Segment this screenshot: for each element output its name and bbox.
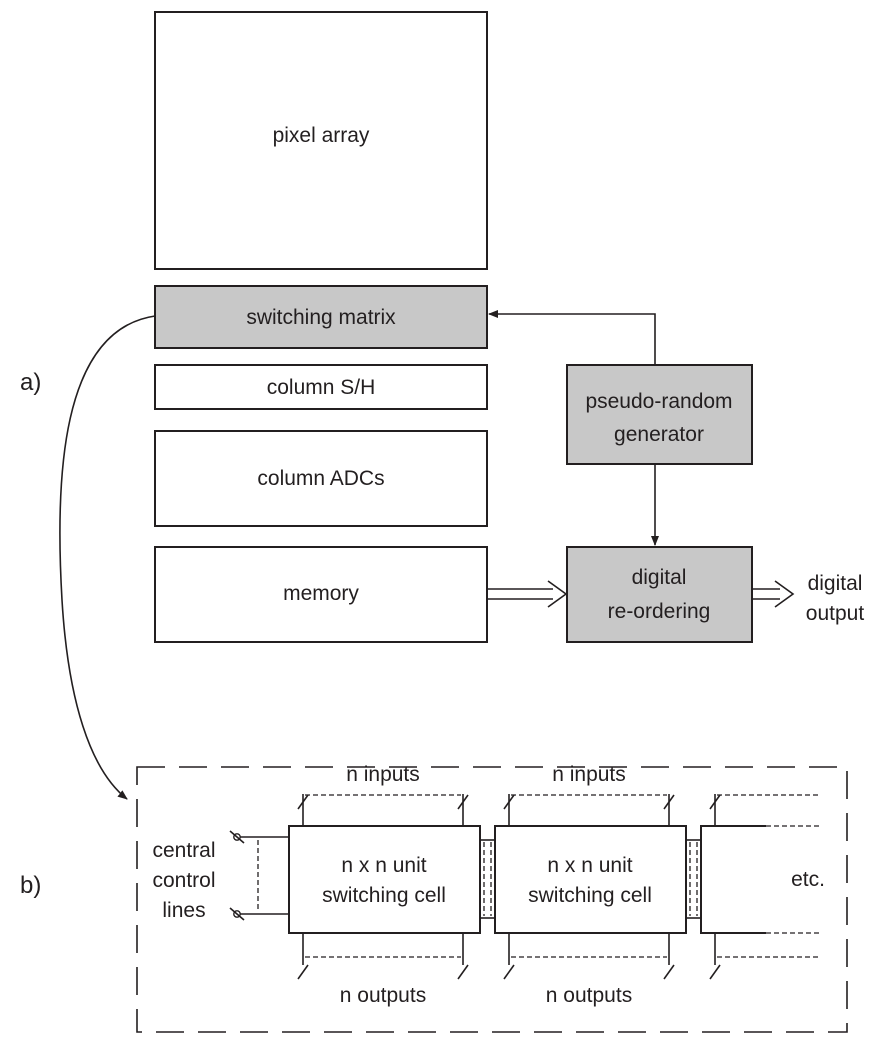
memory-to-reorder-bus-arrow (487, 580, 568, 608)
cell1-outputs-label: n outputs (340, 984, 426, 1007)
reorder-label-line1: digital (632, 566, 687, 589)
pixel-array-label: pixel array (273, 124, 370, 147)
reorder-to-output-bus-arrow (752, 580, 795, 608)
cell2-input-lines (503, 794, 675, 826)
memory-block: memory (154, 546, 488, 643)
cell3-output-lines (709, 932, 820, 980)
cell-link-2-3 (686, 839, 701, 919)
etc-label: etc. (791, 868, 825, 891)
unit-cell-3-partial (700, 825, 766, 934)
control-label-line1: central (152, 839, 215, 862)
cell1-input-lines (297, 794, 469, 826)
prng-to-matrix-arrow (488, 310, 656, 365)
part-a-label: a) (20, 369, 41, 396)
digital-output-line1: digital (808, 572, 863, 595)
column-sh-label: column S/H (267, 376, 376, 399)
cell-link-1-2 (480, 839, 495, 919)
cell2-inputs-label: n inputs (552, 763, 626, 786)
cell2-output-lines (503, 933, 675, 980)
switching-matrix-label: switching matrix (246, 306, 396, 329)
memory-label: memory (283, 582, 359, 605)
cell2-label-line2: switching cell (528, 884, 652, 907)
zoom-callout-arrow (59, 315, 156, 800)
column-adcs-label: column ADCs (257, 467, 384, 490)
cell1-label-line2: switching cell (322, 884, 446, 907)
pseudo-random-generator-block: pseudo-random generator (566, 364, 753, 465)
column-sh-block: column S/H (154, 364, 488, 410)
column-adcs-block: column ADCs (154, 430, 488, 527)
unit-cell-1: n x n unit switching cell (288, 825, 481, 934)
digital-output-line2: output (806, 602, 865, 625)
cell2-label-line1: n x n unit (547, 854, 632, 877)
part-b-label: b) (20, 872, 41, 899)
switching-matrix-block: switching matrix (154, 285, 488, 349)
pixel-array-block: pixel array (154, 11, 488, 270)
prng-label-line1: pseudo-random (585, 390, 732, 413)
digital-reordering-block: digital re-ordering (566, 546, 753, 643)
detail-frame (136, 766, 848, 1033)
cell3-input-lines (709, 794, 820, 827)
cell1-label-line1: n x n unit (341, 854, 426, 877)
cell1-output-lines (297, 933, 469, 980)
central-control-lines (229, 830, 289, 921)
reorder-label-line2: re-ordering (608, 600, 711, 623)
cell2-outputs-label: n outputs (546, 984, 632, 1007)
unit-cell-2: n x n unit switching cell (494, 825, 687, 934)
control-label-line2: control (152, 869, 215, 892)
control-label-line3: lines (162, 899, 205, 922)
cell1-inputs-label: n inputs (346, 763, 420, 786)
prng-label-line2: generator (614, 423, 704, 446)
